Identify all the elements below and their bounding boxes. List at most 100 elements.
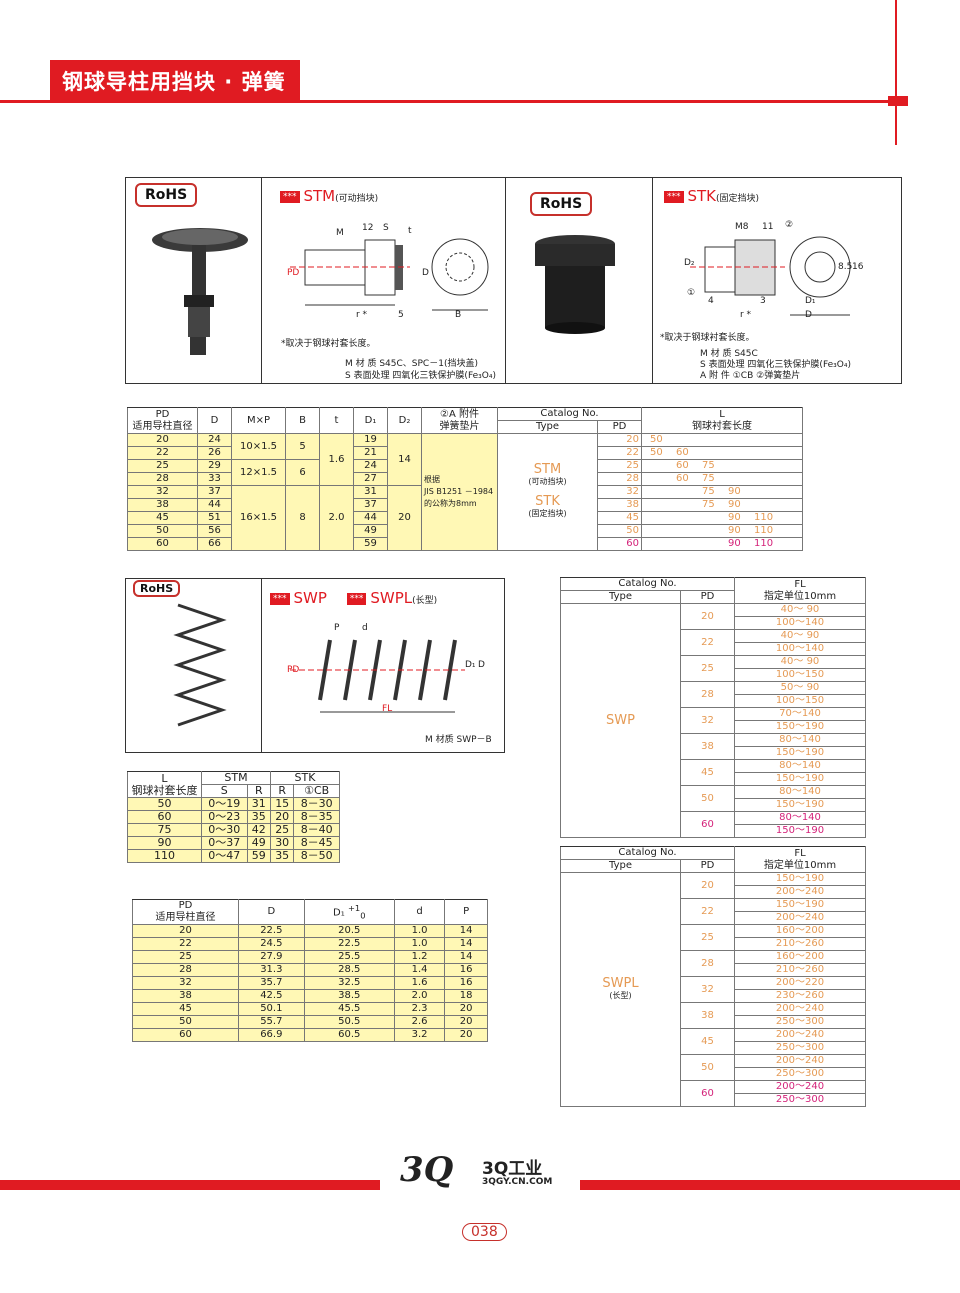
- stm-drawing: [290, 238, 489, 311]
- dim-fl: FL: [382, 704, 393, 714]
- spring-drawing: [290, 639, 465, 713]
- stk-accessory: A 附 件 ①CB ②弹簧垫片: [700, 371, 801, 381]
- divider: [505, 177, 506, 384]
- dim-4: 4: [708, 296, 714, 306]
- stm-material: M 材 质 S45C、SPC－1(挡块盖): [345, 359, 478, 369]
- dim-r: r *: [356, 310, 368, 320]
- dim-b: B: [455, 310, 462, 320]
- stk-material: M 材 质 S45C: [700, 349, 758, 359]
- dim-t: t: [408, 226, 412, 236]
- dim-5: 5: [398, 310, 404, 320]
- dim-pd: PD: [287, 665, 300, 675]
- dim-d: D: [805, 310, 812, 320]
- dim-c1: ①: [687, 288, 696, 298]
- dim-dd: D: [478, 660, 485, 670]
- header-banner: [50, 60, 300, 100]
- brand-name: 3Q工业: [482, 1159, 543, 1179]
- rohs-badge: RoHS: [530, 192, 593, 216]
- header-line: [0, 100, 900, 103]
- dim-p: P: [334, 623, 340, 633]
- stk-title: ***STK(固定挡块): [664, 186, 759, 205]
- brand-url: 3QGY.CN.COM: [482, 1177, 553, 1187]
- rohs-badge: RoHS: [133, 580, 181, 597]
- dim-r: r *: [740, 310, 752, 320]
- dim-d2: D₂: [684, 258, 695, 268]
- header-mark: [888, 96, 908, 106]
- header-dash-line: [895, 0, 897, 145]
- stk-surface: S 表面处理 四氧化三铁保护膜(Fe₃O₄): [700, 360, 851, 370]
- divider: [652, 177, 653, 384]
- brand-logo: 3Q: [400, 1150, 454, 1190]
- dim-d1: D₁: [465, 660, 476, 670]
- page-number: 038: [462, 1223, 507, 1241]
- table-row: 150～190: [561, 824, 866, 838]
- dim-3: 3: [760, 296, 766, 306]
- stm-note: *取决于钢球衬套长度。: [281, 339, 376, 349]
- dim-d: d: [362, 623, 368, 633]
- dim-s: S: [383, 223, 389, 233]
- table-row: 250～300: [561, 1093, 866, 1107]
- stm-title: ***STM(可动挡块): [280, 186, 378, 205]
- dim-85: 8.5: [838, 262, 853, 272]
- footer-bar-left: [0, 1180, 380, 1190]
- swp-material: M 材质 SWP－B: [425, 735, 492, 745]
- divider: [261, 578, 262, 753]
- rohs-badge: RoHS: [135, 183, 198, 207]
- dim-d1: D₁: [805, 296, 816, 306]
- stm-surface: S 表面处理 四氧化三铁保护膜(Fe₃O₄): [345, 371, 496, 381]
- stk-drawing: [690, 236, 851, 316]
- page-title: 钢球导柱用挡块 · 弹簧: [62, 70, 286, 94]
- stk-photo: [535, 235, 615, 334]
- dim-16: 16: [852, 262, 864, 272]
- dim-12: 12: [362, 223, 374, 233]
- dim-m8: M8: [735, 222, 749, 232]
- stk-note: *取决于钢球衬套长度。: [660, 333, 755, 343]
- swp-title: ***SWP***SWPL(长型): [270, 588, 437, 607]
- footer-bar-right: [580, 1180, 960, 1190]
- dim-d: D: [422, 268, 429, 278]
- dim-c2: ②: [785, 220, 794, 230]
- dim-m: M: [336, 228, 344, 238]
- stm-photo: [152, 228, 248, 355]
- divider: [261, 177, 262, 384]
- dim-11: 11: [762, 222, 774, 232]
- spring-photo: [173, 603, 227, 727]
- dim-pd: PD: [287, 268, 300, 278]
